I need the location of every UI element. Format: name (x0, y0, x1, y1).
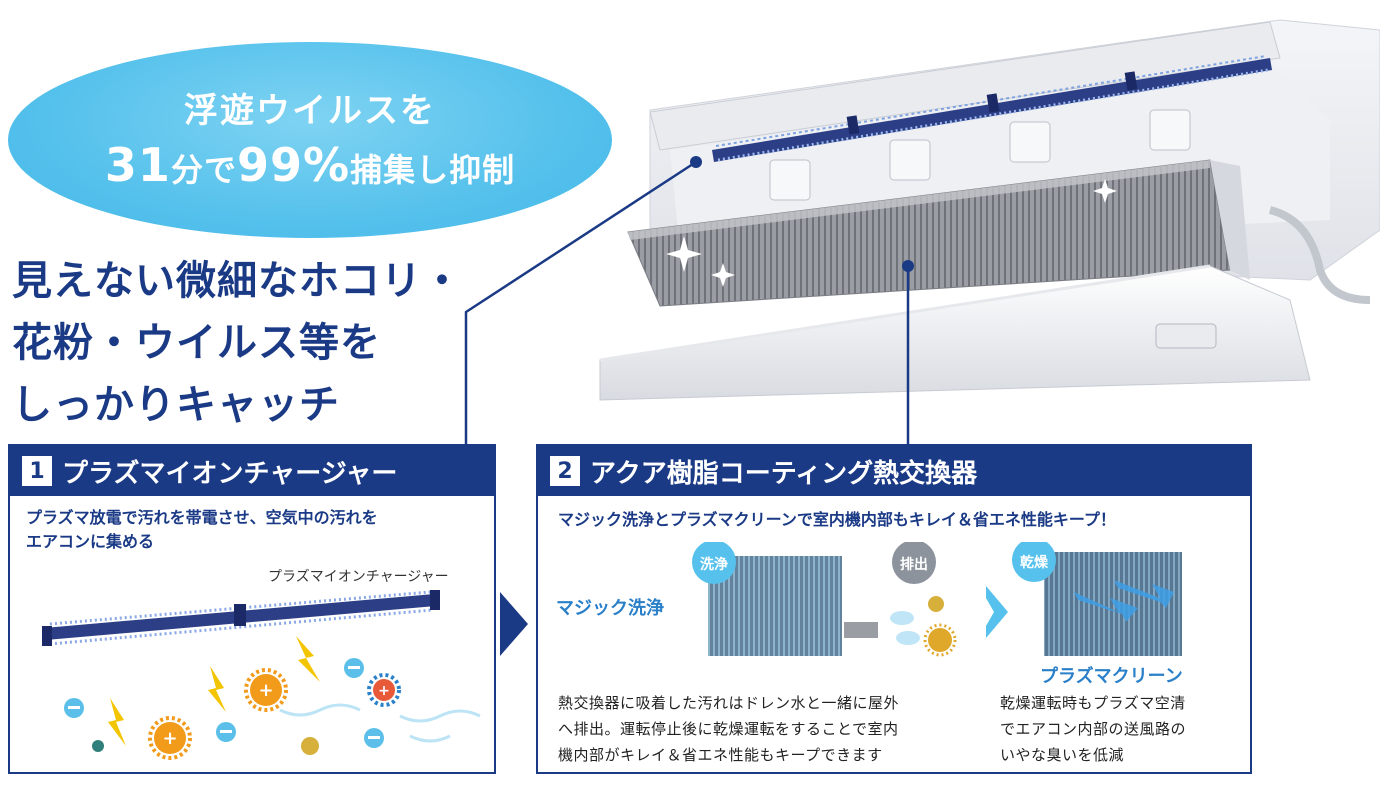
wash-explanation-line-2: へ排出。運転停止後に乾燥運転をすることで室内 (558, 720, 899, 738)
air-conditioner-illustration (599, 19, 1380, 401)
plus-particle-icon: + + + (148, 668, 401, 760)
wash-explanation: 熱交換器に吸着した汚れはドレン水と一緒に屋外 へ排出。運転停止後に乾燥運転をする… (558, 690, 978, 768)
headline-line-1: 見えない微細なホコリ・ (12, 258, 463, 304)
airflow-lines (279, 703, 481, 743)
panel2-number: 2 (550, 456, 580, 486)
water-drop-icon (890, 596, 957, 657)
drain-badge-icon (892, 542, 936, 584)
svg-text:+: + (162, 728, 177, 749)
panel-heat-exchanger: 2 アクア樹脂コーティング熱交換器 マジック洗浄とプラズマクリーンで室内機内部も… (536, 444, 1252, 774)
dry-explanation-line-3: いやな臭いを低減 (1000, 746, 1125, 764)
panel-ion-charger: 1 プラズマイオンチャージャー プラズマ放電で汚れを帯電させ、空気中の汚れを エ… (8, 444, 496, 774)
drain-badge-label: 排出 (900, 556, 928, 573)
headline-line-2: 花粉・ウイルス等を (12, 320, 381, 366)
panel1-description-line-1: プラズマ放電で汚れを帯電させ、空気中の汚れを (26, 508, 378, 527)
main-headline: 見えない微細なホコリ・ 花粉・ウイルス等を しっかりキャッチ (12, 250, 512, 436)
dry-image (1044, 552, 1182, 656)
dust-particle-icon (92, 737, 319, 755)
heat-exchanger (627, 159, 1250, 307)
svg-text:+: + (258, 680, 273, 701)
plasma-clean-label: プラズマクリーン (1040, 666, 1183, 687)
wash-badge-icon (692, 542, 736, 584)
panel2-description: マジック洗浄とプラズマクリーンで室内機内部もキレイ＆省エネ性能キープ！ (558, 510, 1116, 529)
bubble-unit-minutes: 分で (170, 150, 237, 189)
next-arrow-icon (500, 592, 528, 656)
panel1-description: プラズマ放電で汚れを帯電させ、空気中の汚れを エアコンに集める (26, 506, 378, 554)
panel1-header: 1 プラズマイオンチャージャー (10, 446, 494, 496)
magic-wash-label: マジック洗浄 (556, 598, 664, 619)
bubble-line-2: 31分で99%捕集し抑制 (105, 138, 515, 192)
bubble-number-minutes: 31 (104, 137, 171, 192)
dry-badge-label: 乾燥 (1020, 554, 1049, 571)
panel1-number: 1 (22, 456, 52, 486)
wash-explanation-line-3: 機内部がキレイ＆省エネ性能もキープできます (558, 746, 883, 764)
dry-badge-icon (1012, 542, 1056, 582)
headline-line-3: しっかりキャッチ (12, 382, 340, 428)
svg-text:+: + (378, 683, 390, 699)
dry-explanation-line-2: でエアコン内部の送風路の (1000, 720, 1187, 738)
ion-charger-diagram: + + + (42, 590, 481, 760)
headline-bubble: 浮遊ウイルスを 31分で99%捕集し抑制 (8, 42, 612, 238)
cleaning-process-diagram: 洗浄 排出 乾燥 (692, 542, 1182, 657)
panel2-title: アクア樹脂コーティング熱交換器 (590, 458, 978, 489)
bubble-line-1: 浮遊ウイルスを (184, 90, 436, 131)
panel1-caption: プラズマイオンチャージャー (268, 569, 449, 585)
bubble-rest: 捕集し抑制 (350, 150, 516, 189)
bubble-number-percent: 99% (236, 137, 351, 192)
wash-explanation-line-1: 熱交換器に吸着した汚れはドレン水と一緒に屋外 (558, 694, 900, 712)
lightning-icon (108, 636, 320, 746)
panel2-header: 2 アクア樹脂コーティング熱交換器 (538, 446, 1250, 496)
ion-charger-rod (42, 590, 440, 646)
panel1-description-line-2: エアコンに集める (26, 532, 155, 551)
dry-explanation: 乾燥運転時もプラズマ空清 でエアコン内部の送風路の いやな臭いを低減 (1000, 690, 1250, 768)
dry-explanation-line-1: 乾燥運転時もプラズマ空清 (1000, 694, 1186, 712)
wash-badge-label: 洗浄 (700, 556, 728, 573)
process-arrow-icon (986, 586, 1008, 638)
panel1-title: プラズマイオンチャージャー (62, 458, 398, 489)
ion-charger-bar (712, 55, 1272, 162)
